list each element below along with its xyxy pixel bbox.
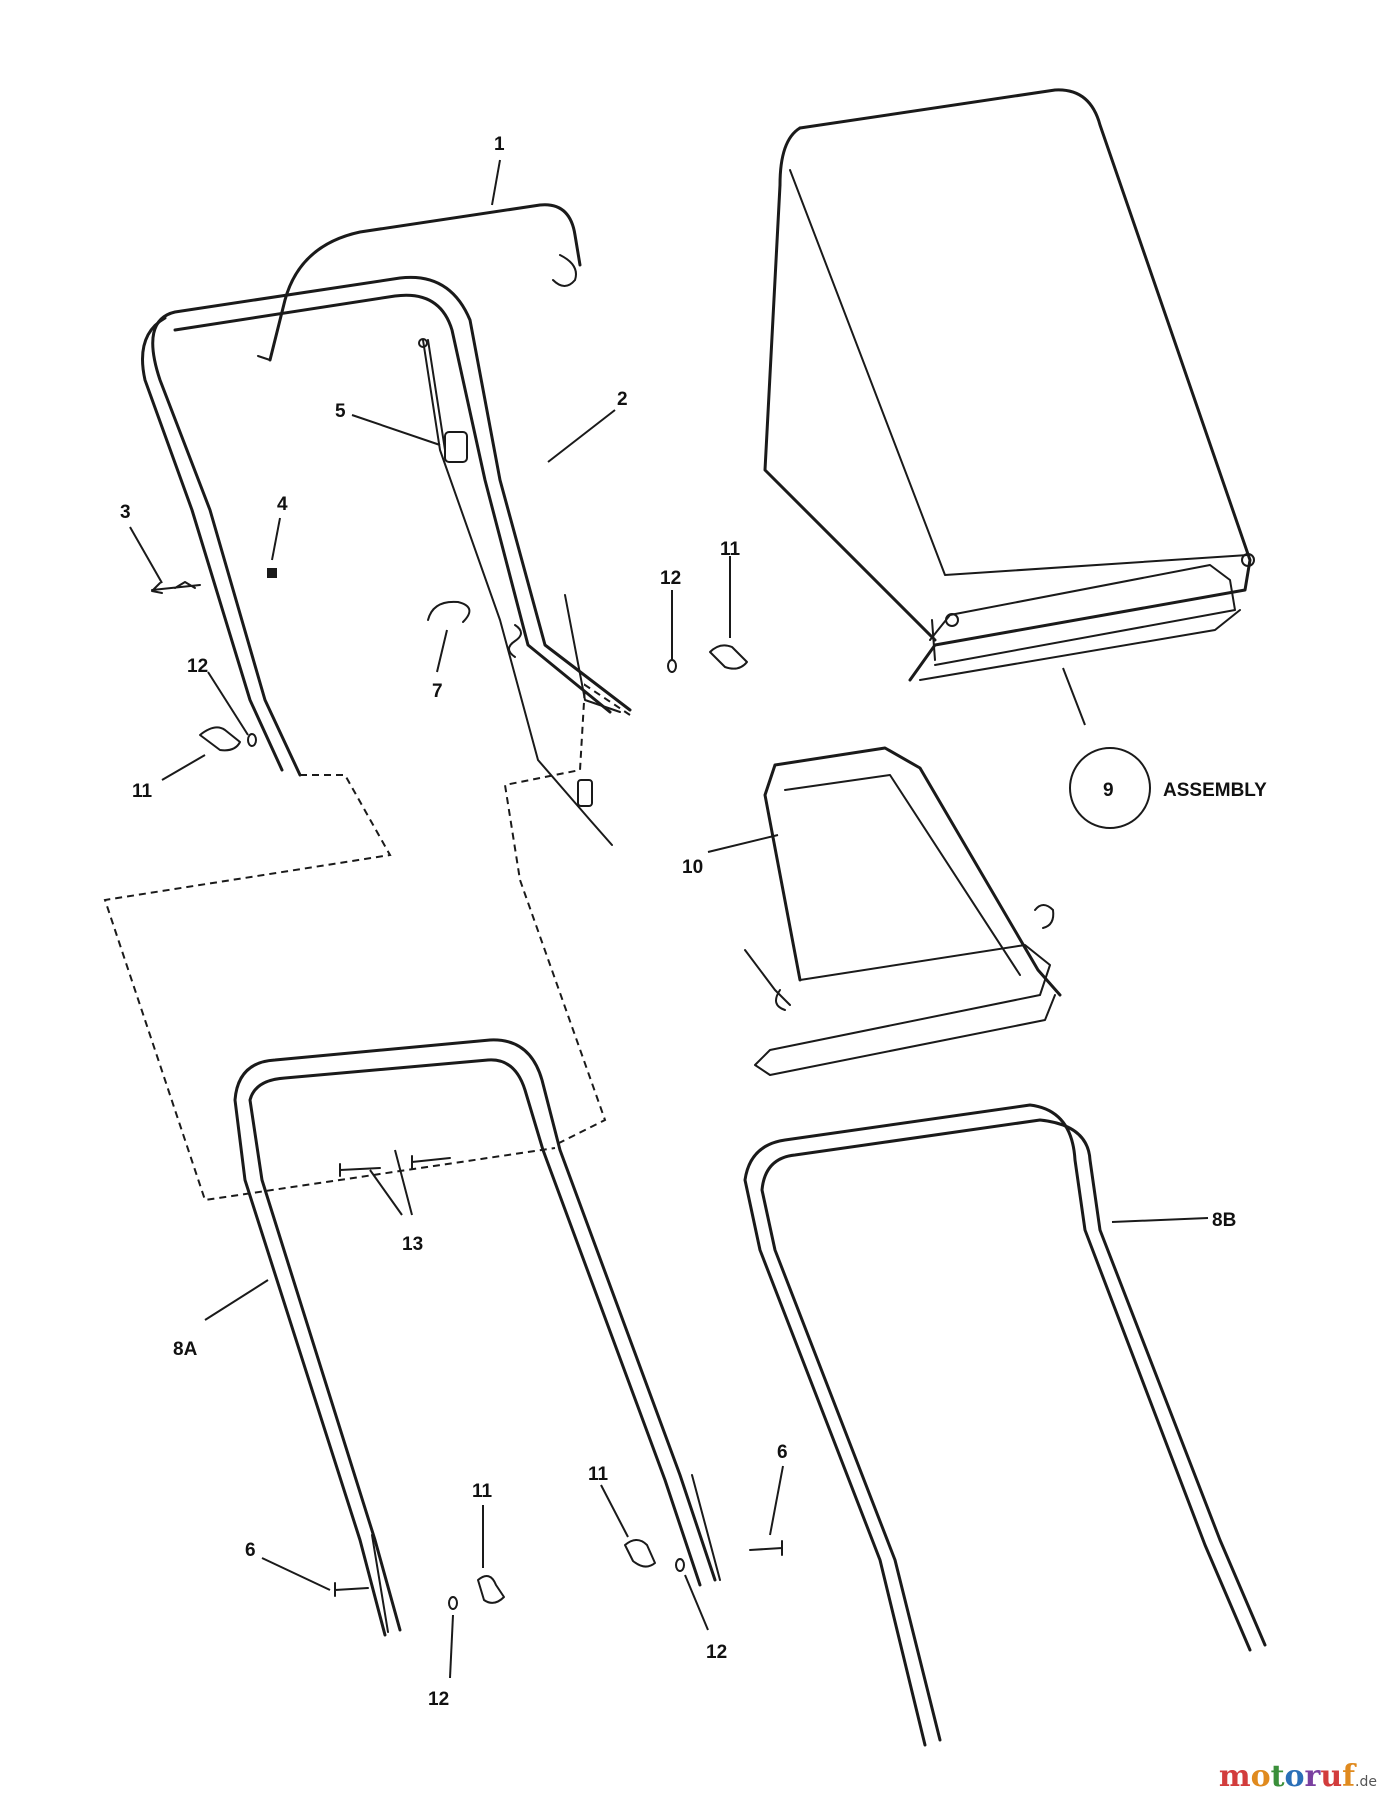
watermark-letter: m	[1218, 1759, 1251, 1794]
lower-hardware	[334, 1155, 783, 1610]
control-cable	[418, 338, 613, 846]
watermark-letter: t	[1270, 1759, 1285, 1794]
clip-7	[427, 600, 471, 623]
label-2: 2	[617, 389, 628, 410]
wing-nut-11-lower-left	[477, 1575, 505, 1604]
bolt-6-left	[334, 1582, 369, 1597]
leader-lines	[129, 159, 1209, 1679]
watermark-letter: u	[1320, 1759, 1343, 1794]
label-10: 10	[682, 857, 703, 878]
washer-12-upper-right	[667, 659, 677, 673]
watermark-letter: o	[1284, 1759, 1305, 1794]
grass-bag	[763, 88, 1255, 829]
upper-handle	[141, 275, 632, 777]
watermark-suffix: .de	[1355, 1774, 1377, 1790]
label-8A: 8A	[173, 1339, 198, 1360]
wing-nut-11-upper-right	[709, 644, 748, 670]
label-12-upper-left: 12	[187, 656, 208, 677]
upper-hardware	[151, 568, 748, 752]
assembly-dashed-lines	[103, 683, 631, 1202]
wing-bolt-3	[151, 581, 201, 594]
label-11-upper-left: 11	[132, 781, 153, 802]
assembly-circle-9	[1069, 747, 1151, 829]
lower-handle-8B	[743, 1103, 1267, 1747]
bolt-6-right	[749, 1540, 783, 1556]
label-8B: 8B	[1212, 1210, 1236, 1231]
label-6-right: 6	[777, 1442, 788, 1463]
label-4: 4	[277, 494, 288, 515]
label-13: 13	[402, 1234, 423, 1255]
label-12-upper-right: 12	[660, 568, 681, 589]
label-1: 1	[494, 134, 505, 155]
label-11-lower-left: 11	[472, 1481, 493, 1502]
label-7: 7	[432, 681, 443, 702]
label-11-lower-right: 11	[588, 1464, 609, 1485]
watermark-letter: f	[1342, 1759, 1356, 1794]
bolt-13b	[411, 1155, 451, 1169]
wing-nut-11-upper-left	[199, 726, 241, 752]
cable-spring	[577, 779, 593, 807]
label-6-left: 6	[245, 1540, 256, 1561]
cable-clip	[444, 431, 468, 463]
label-12-lower-left: 12	[428, 1689, 449, 1710]
label-9: 9	[1103, 780, 1114, 801]
label-12-lower-right: 12	[706, 1642, 727, 1663]
nut-4	[267, 568, 277, 578]
control-bail	[257, 203, 582, 362]
bolt-13a	[339, 1163, 381, 1177]
watermark: motoruf.de	[1219, 1759, 1377, 1794]
part-labels: 1 2 3 4 5 6 6 7 8A 8B 9 ASSEMBLY 10 11 1…	[120, 134, 1267, 1710]
watermark-letter: o	[1250, 1759, 1271, 1794]
lower-handle-8A	[233, 1038, 721, 1637]
washer-12-lower-left	[448, 1596, 458, 1610]
washer-12-lower-right	[675, 1558, 685, 1572]
wing-nut-11-lower-right	[624, 1539, 656, 1568]
label-11-upper-right: 11	[720, 539, 741, 560]
bag-frame	[744, 746, 1062, 1076]
label-5: 5	[335, 401, 346, 422]
washer-12-upper-left	[247, 733, 257, 747]
label-3: 3	[120, 502, 131, 523]
watermark-letter: r	[1304, 1759, 1321, 1794]
label-9-assembly: ASSEMBLY	[1163, 780, 1267, 801]
